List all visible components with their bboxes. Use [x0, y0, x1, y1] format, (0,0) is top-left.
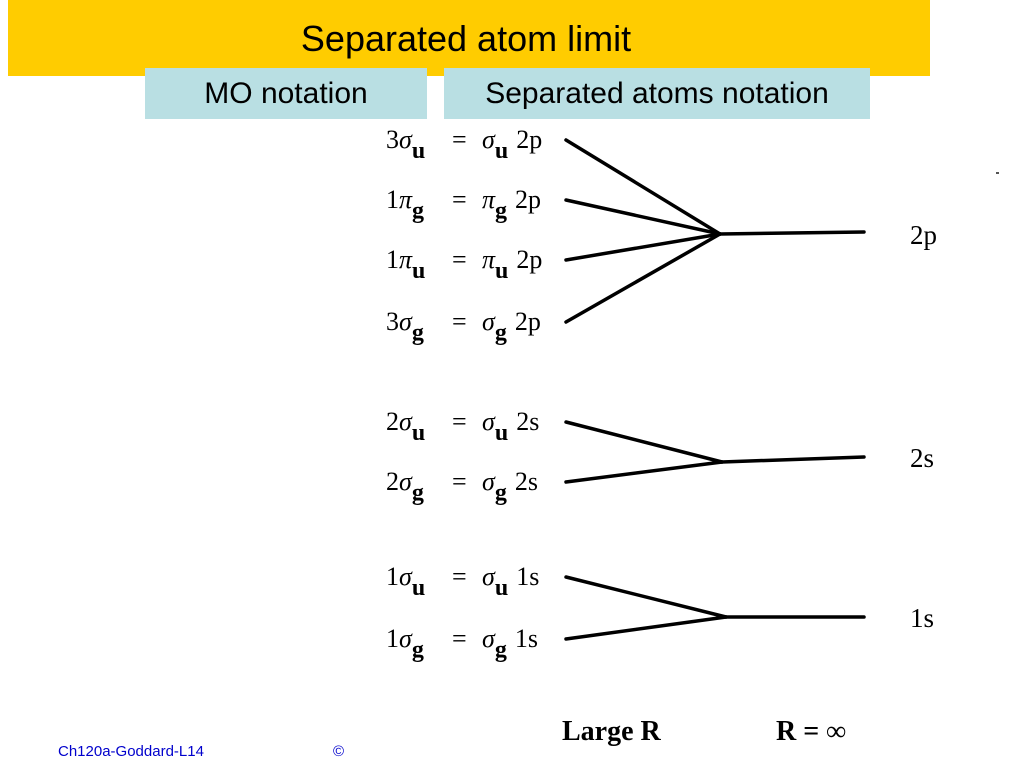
slide-title: Separated atom limit: [300, 18, 632, 59]
correlation-line: [564, 460, 724, 484]
correlation-line: [564, 575, 728, 619]
correlation-line: [564, 138, 722, 236]
mo-label-2p-4: 3σg: [386, 307, 424, 346]
equals-sign: =: [452, 407, 467, 436]
correlation-line: [564, 232, 722, 262]
large-r-label: Large R: [562, 716, 662, 747]
atomic-level-label-1s: 1s: [910, 603, 934, 633]
equals-sign: =: [452, 125, 467, 154]
correlation-line: [564, 232, 722, 324]
correlation-line: [564, 198, 722, 236]
separated-atoms-notation-header: Separated atoms notation: [444, 68, 870, 119]
correlation-line: [564, 615, 728, 641]
footer-course-label: Ch120a-Goddard-L14: [58, 743, 204, 760]
equals-sign: =: [452, 307, 467, 336]
mo-label-1s-2: 1σg: [386, 624, 424, 663]
footer-copyright: ©: [333, 743, 345, 760]
equals-sign: =: [452, 185, 467, 214]
stray-mark: [996, 172, 999, 174]
r-infinity-label: R = ∞: [776, 716, 846, 747]
mo-label-2p-2: 1πg: [386, 185, 424, 224]
mo-label-2p-1: 3σu: [386, 125, 425, 164]
correlation-line: [564, 420, 724, 464]
atomic-level-line-2s: [720, 455, 866, 464]
equals-sign: =: [452, 624, 467, 653]
mo-label-2s-1: 2σu: [386, 407, 425, 446]
equals-sign: =: [452, 562, 467, 591]
mo-label-2p-3: 1πu: [386, 245, 425, 284]
atomic-level-label-2s: 2s: [910, 443, 934, 473]
mo-notation-header: MO notation: [145, 68, 427, 119]
mo-label-2s-2: 2σg: [386, 467, 424, 506]
equals-sign: =: [452, 467, 467, 496]
title-bar: Separated atom limit: [8, 0, 930, 76]
equals-sign: =: [452, 245, 467, 274]
atomic-level-line-2p: [718, 230, 866, 236]
atomic-level-label-2p: 2p: [910, 220, 937, 250]
mo-label-1s-1: 1σu: [386, 562, 425, 601]
